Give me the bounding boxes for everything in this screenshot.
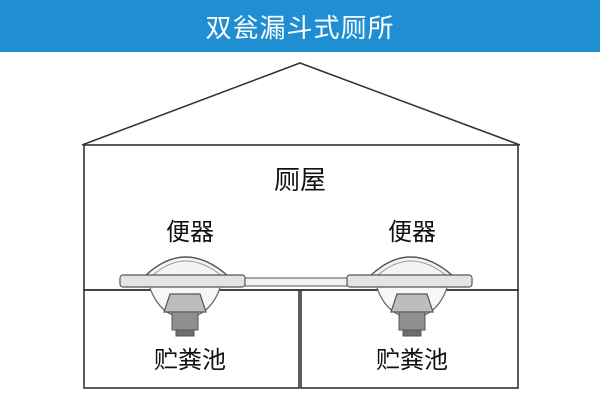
- roof-outline: [81, 62, 521, 146]
- label-toilet-right: 便器: [388, 218, 436, 246]
- label-tank-left: 贮粪池: [154, 346, 226, 374]
- title-banner: 双瓮漏斗式厕所: [0, 0, 600, 52]
- label-toilet-left: 便器: [166, 218, 214, 246]
- page-title: 双瓮漏斗式厕所: [205, 13, 395, 44]
- toilet-diagram: 厕屋 便器 便器 贮粪池 贮粪池: [81, 62, 521, 389]
- floor-slab: [239, 277, 361, 287]
- toilet-fixture-left: [119, 256, 246, 337]
- label-house: 厕屋: [274, 166, 326, 196]
- toilet-fixture-right: [346, 256, 473, 337]
- label-tank-right: 贮粪池: [376, 346, 448, 374]
